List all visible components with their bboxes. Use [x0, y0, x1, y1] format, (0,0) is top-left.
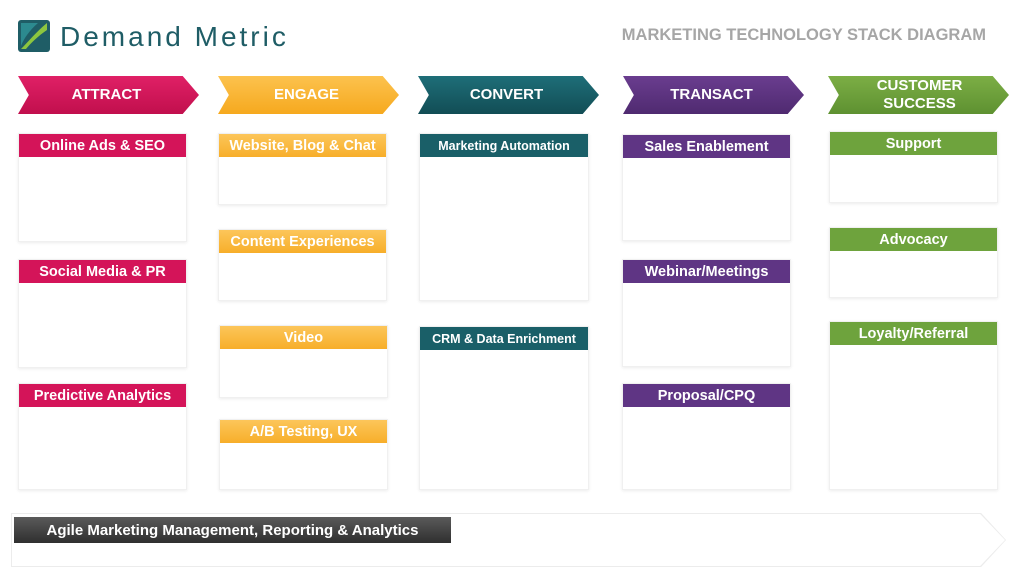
category-video: Video: [220, 326, 387, 349]
category-loyalty-referral: Loyalty/Referral: [830, 322, 997, 345]
category-card: Sales Enablement: [622, 134, 791, 241]
category-card: Content Experiences: [218, 229, 387, 301]
category-card: Loyalty/Referral: [829, 321, 998, 490]
category-card: CRM & Data Enrichment: [419, 326, 589, 490]
category-crm-data-enrichment: CRM & Data Enrichment: [420, 327, 588, 350]
category-online-ads-seo: Online Ads & SEO: [19, 134, 186, 157]
category-advocacy: Advocacy: [830, 228, 997, 251]
stage-attract: ATTRACT: [18, 76, 199, 114]
category-ab-testing-ux: A/B Testing, UX: [220, 420, 387, 443]
category-webinar-meetings: Webinar/Meetings: [623, 260, 790, 283]
demand-metric-logo-icon: [18, 20, 50, 52]
category-card: Webinar/Meetings: [622, 259, 791, 367]
category-predictive-analytics: Predictive Analytics: [19, 384, 186, 407]
category-marketing-automation: Marketing Automation: [420, 134, 588, 157]
category-social-media-pr: Social Media & PR: [19, 260, 186, 283]
category-card: Proposal/CPQ: [622, 383, 791, 490]
stage-convert: CONVERT: [418, 76, 599, 114]
category-proposal-cpq: Proposal/CPQ: [623, 384, 790, 407]
category-content-experiences: Content Experiences: [219, 230, 386, 253]
category-card: Social Media & PR: [18, 259, 187, 368]
category-card: Predictive Analytics: [18, 383, 187, 490]
category-card: Online Ads & SEO: [18, 133, 187, 242]
category-website-blog-chat: Website, Blog & Chat: [219, 134, 386, 157]
category-card: Marketing Automation: [419, 133, 589, 301]
category-card: Video: [219, 325, 388, 398]
category-sales-enablement: Sales Enablement: [623, 135, 790, 158]
logo-wordmark: Demand Metric: [60, 21, 289, 52]
category-card: Website, Blog & Chat: [218, 133, 387, 205]
category-card: Advocacy: [829, 227, 998, 298]
footer-banner-label: Agile Marketing Management, Reporting & …: [14, 517, 451, 543]
category-support: Support: [830, 132, 997, 155]
page-title: MARKETING TECHNOLOGY STACK DIAGRAM: [621, 26, 986, 44]
category-card: Support: [829, 131, 998, 203]
stage-transact: TRANSACT: [623, 76, 804, 114]
category-card: A/B Testing, UX: [219, 419, 388, 490]
stage-engage: ENGAGE: [218, 76, 399, 114]
stage-customer-success: CUSTOMER SUCCESS: [828, 76, 1009, 114]
